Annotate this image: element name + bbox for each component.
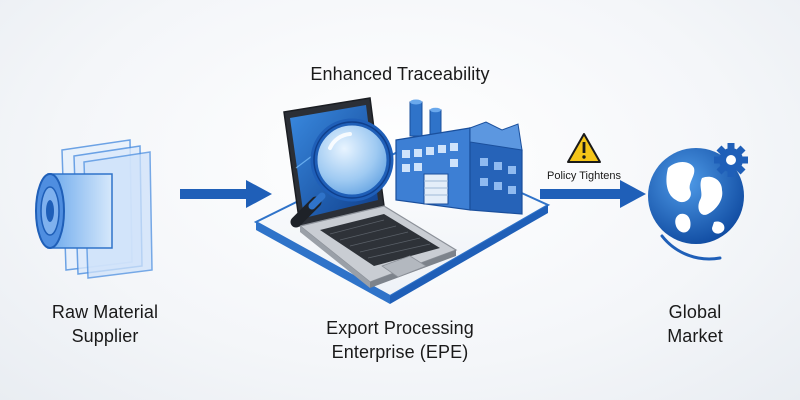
supplier-line-2: Supplier: [71, 326, 139, 346]
node-label-market: Global Market: [630, 300, 760, 348]
factory-icon: [395, 99, 523, 215]
title-text: Enhanced Traceability: [310, 64, 490, 84]
node-label-epe: Export Processing Enterprise (EPE): [280, 316, 520, 364]
epe-line-2: Enterprise (EPE): [331, 342, 469, 362]
market-line-2: Market: [667, 326, 723, 346]
material-roll-icon: [35, 139, 153, 279]
epe-line-1: Export Processing: [326, 318, 474, 338]
diagram-title: Enhanced Traceability: [250, 62, 550, 86]
arrow-epe-to-market: [540, 180, 646, 208]
node-label-supplier: Raw Material Supplier: [20, 300, 190, 348]
warning-icon: [567, 133, 601, 163]
edge-label-policy: Policy Tightens: [547, 170, 621, 182]
supplier-line-1: Raw Material: [51, 302, 159, 322]
arrow-supplier-to-epe: [180, 180, 272, 208]
magnifier-icon: [290, 118, 394, 228]
globe-gear-icon: [648, 143, 748, 261]
market-line-1: Global: [668, 302, 722, 322]
